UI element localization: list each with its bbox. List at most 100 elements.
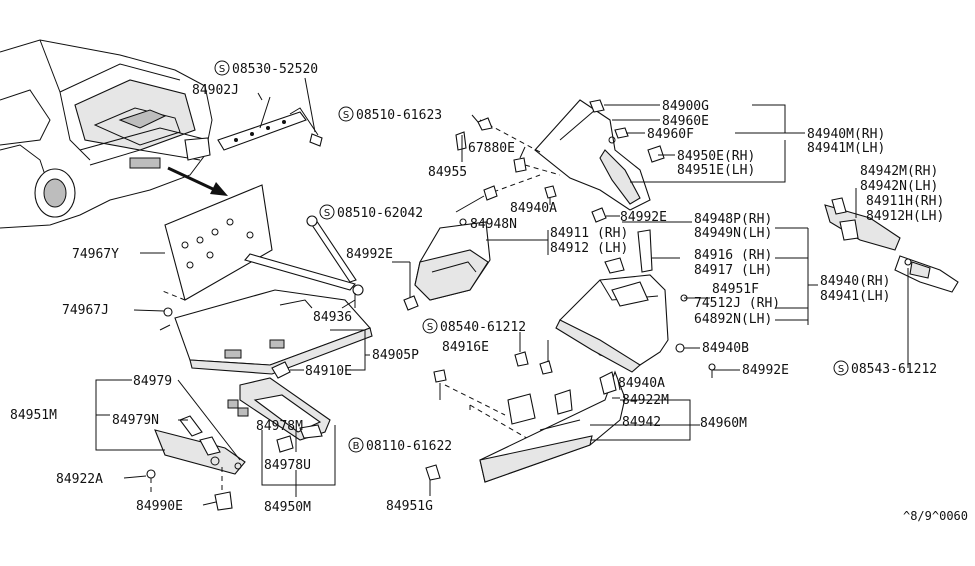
label-74512j-rh: 74512J (RH) [694, 296, 780, 311]
label-84922a: 84922A [56, 472, 103, 487]
label-84960f: 84960F [647, 127, 694, 142]
label-84950e-rh: 84950E(RH) [677, 149, 755, 164]
label-67880e: 67880E [468, 141, 515, 156]
label-84992e-top: 84992E [620, 210, 667, 225]
clip-84992e-top [591, 207, 607, 223]
label-84942m-rh: 84942M(RH) [860, 164, 938, 179]
part-labels: S 08530-52520 84902J S 08510-61623 84900… [10, 60, 968, 523]
label-84992e-mid: 84992E [346, 247, 393, 262]
label-84949n-lh: 84949N(LH) [694, 226, 772, 241]
bolt-08110-61622 [433, 369, 447, 400]
side-trim-84940 [555, 229, 716, 378]
bolt-symbol [348, 437, 364, 453]
clip-67880e [513, 157, 527, 173]
screw-08510-61623 [477, 117, 493, 131]
label-84940a-mid: 84940A [618, 376, 665, 391]
label-84979: 84979 [133, 374, 172, 389]
clip-84990e [214, 465, 233, 511]
screw-symbol-letter: S [343, 110, 349, 121]
label-84951g: 84951G [386, 499, 433, 514]
label-84942: 84942 [622, 415, 661, 430]
label-64892n-lh: 64892N(LH) [694, 312, 772, 327]
label-84978u: 84978U [264, 458, 311, 473]
label-84941m-lh: 84941M(LH) [807, 141, 885, 156]
clip-84910e [271, 361, 304, 379]
clip-74967j [133, 307, 173, 317]
bracket-84902j [217, 77, 323, 151]
label-84990e: 84990E [136, 499, 183, 514]
leader-lines [95, 92, 909, 506]
bolt-symbol-letter: B [353, 441, 360, 452]
label-08510-62042: 08510-62042 [337, 206, 423, 221]
label-84948p-rh: 84948P(RH) [694, 212, 772, 227]
bolt-84922a [146, 469, 156, 492]
label-84911-rh: 84911 (RH) [550, 226, 628, 241]
label-84910e: 84910E [305, 364, 352, 379]
upper-trim-84940m [534, 99, 651, 211]
screw-symbol [422, 318, 438, 334]
screw-symbol [214, 60, 230, 76]
label-84936: 84936 [313, 310, 352, 325]
pocket-84911 [414, 221, 491, 301]
label-08110-61622: 08110-61622 [366, 439, 452, 454]
label-84960m: 84960M [700, 416, 747, 431]
clip-84950e [647, 145, 665, 163]
label-84900g: 84900G [662, 99, 709, 114]
label-84916-rh: 84916 (RH) [694, 248, 772, 263]
trunk-panel-74967y [150, 184, 273, 301]
screw-symbol [319, 204, 335, 220]
left-bracket-84979 [154, 415, 246, 475]
screw-symbol-letter: S [427, 322, 433, 333]
floor-board-84905p [159, 289, 373, 375]
label-08530-52520: 08530-52520 [232, 62, 318, 77]
label-84912-lh: 84912 (LH) [550, 241, 628, 256]
label-84951e-lh: 84951E(LH) [677, 163, 755, 178]
label-84902j: 84902J [192, 83, 239, 98]
label-84922m: 84922M [622, 393, 669, 408]
car-rear-illustration [0, 39, 213, 229]
clip-84992e-mid [403, 262, 419, 311]
label-84960e: 84960E [662, 114, 709, 129]
lower-trim-84942 [479, 370, 626, 483]
label-84941-lh: 84941(LH) [820, 289, 890, 304]
direction-arrow [167, 166, 228, 196]
clip-84951g [425, 464, 441, 481]
label-84940m-rh: 84940M(RH) [807, 127, 885, 142]
screw-symbol-letter: S [219, 64, 225, 75]
footer-code: ^8/9^0060 [903, 509, 968, 523]
label-84948n: 84948N [470, 217, 517, 232]
label-84951m: 84951M [10, 408, 57, 423]
label-84992e-right: 84992E [742, 363, 789, 378]
label-74967j: 74967J [62, 303, 109, 318]
label-84917-lh: 84917 (LH) [694, 263, 772, 278]
label-84916e: 84916E [442, 340, 489, 355]
screw-symbol [338, 106, 354, 122]
clip-84940a-top [544, 185, 557, 199]
label-84911h-rh: 84911H(RH) [866, 194, 944, 209]
dashed-guides-lower [444, 384, 531, 441]
label-74967y: 74967Y [72, 247, 119, 262]
clip-84916e [514, 351, 553, 375]
label-84940b: 84940B [702, 341, 749, 356]
label-08510-61623: 08510-61623 [356, 108, 442, 123]
label-84940-rh: 84940(RH) [820, 274, 890, 289]
label-84978m: 84978M [256, 419, 303, 434]
screw-symbol [833, 360, 849, 376]
bracket-84942m [824, 197, 959, 360]
label-84955: 84955 [428, 165, 467, 180]
screw-08510-62042 [459, 185, 498, 226]
label-84905p: 84905P [372, 348, 419, 363]
label-84940a-top: 84940A [510, 201, 557, 216]
label-84979n: 84979N [112, 413, 159, 428]
label-08543-61212: 08543-61212 [851, 362, 937, 377]
label-84942n-lh: 84942N(LH) [860, 179, 938, 194]
label-84950m: 84950M [264, 500, 311, 515]
screw-symbol-letter: S [324, 208, 330, 219]
label-84912h-lh: 84912H(LH) [866, 209, 944, 224]
label-84951f: 84951F [712, 282, 759, 297]
left-rail-84978m [227, 377, 331, 453]
clip-84955 [455, 131, 467, 151]
screw-symbol-letter: S [838, 364, 844, 375]
label-08540-61212: 08540-61212 [440, 320, 526, 335]
